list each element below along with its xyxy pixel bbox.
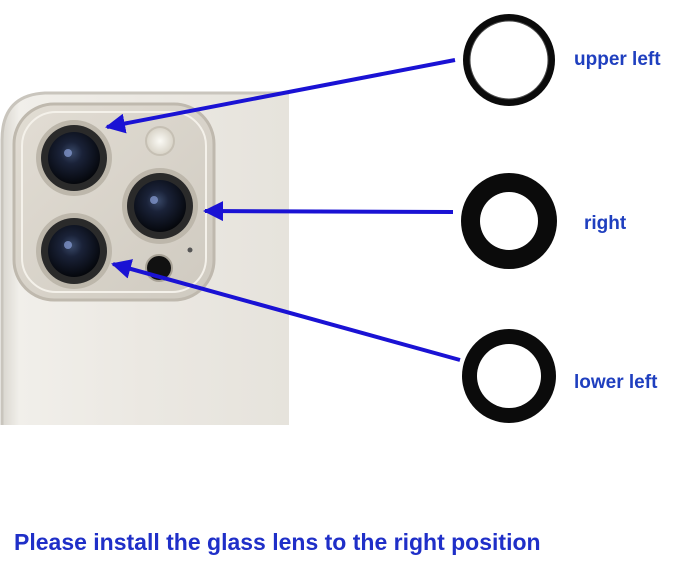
camera-lens-lower-left: [36, 213, 112, 289]
glass-lens-ring-upper-left: [463, 14, 555, 106]
label-lower-left: lower left: [574, 372, 658, 393]
label-right: right: [584, 213, 627, 234]
glass-lens-ring-right: [461, 173, 557, 269]
arrow-lower-left: [111, 259, 461, 362]
label-upper-left: upper left: [574, 49, 661, 70]
instruction-text: Please install the glass lens to the rig…: [14, 529, 541, 555]
arrow-right: [203, 201, 454, 222]
flash-icon: [145, 126, 175, 156]
arrow-upper-left: [105, 58, 456, 134]
glass-lens-ring-lower-left: [462, 329, 556, 423]
microphone-dot: [187, 247, 193, 253]
camera-lens-upper-left: [36, 120, 112, 196]
camera-lens-right: [122, 168, 198, 244]
